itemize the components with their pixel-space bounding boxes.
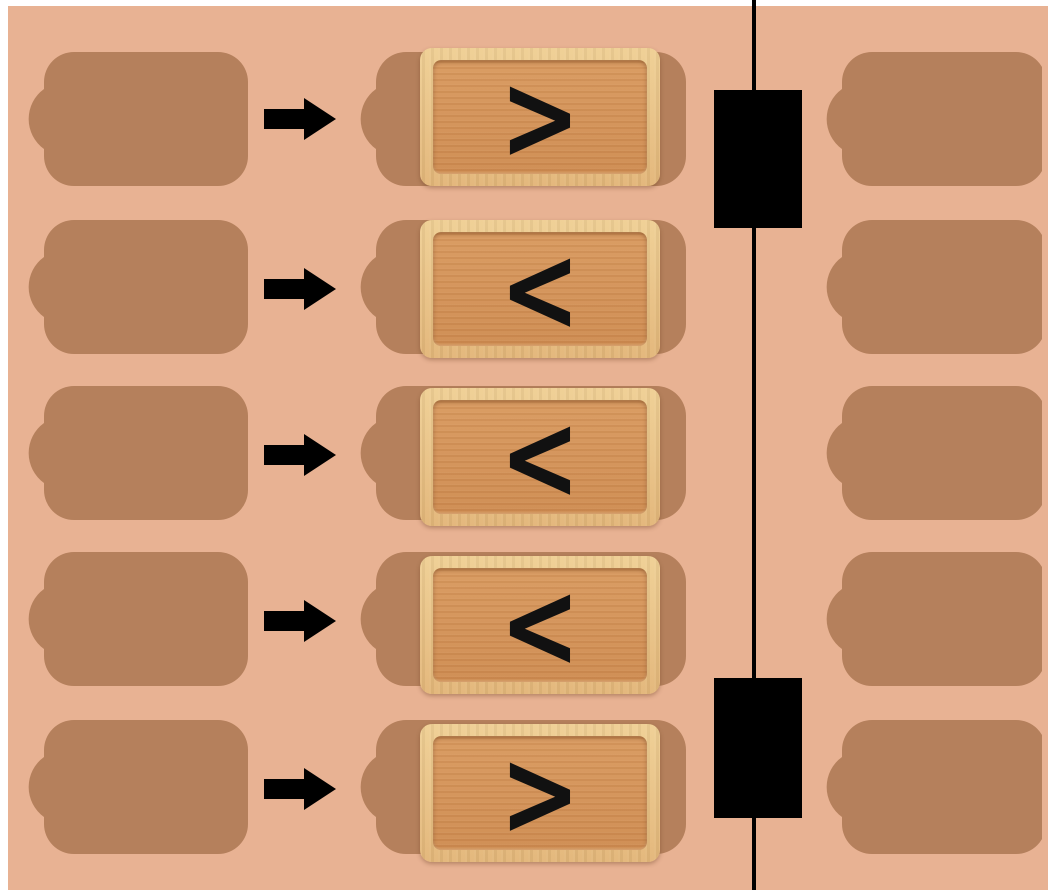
puzzle-row-5: > <box>0 720 1048 870</box>
left-empty-slot[interactable] <box>22 220 248 354</box>
tile-face: < <box>433 555 647 695</box>
tile-face: < <box>433 219 647 359</box>
left-empty-slot[interactable] <box>22 52 248 186</box>
right-empty-slot[interactable] <box>820 52 1042 186</box>
right-empty-slot[interactable] <box>820 220 1042 354</box>
right-empty-slot[interactable] <box>820 720 1042 854</box>
tile-symbol: < <box>499 555 581 695</box>
black-block-bottom <box>714 678 802 818</box>
divider-line <box>752 0 756 890</box>
right-arrow-icon <box>264 768 336 814</box>
left-empty-slot[interactable] <box>22 552 248 686</box>
puzzle-row-3: < <box>0 386 1048 536</box>
right-arrow-icon <box>264 600 336 646</box>
symbol-tile[interactable]: < <box>420 388 660 526</box>
left-empty-slot[interactable] <box>22 386 248 520</box>
symbol-tile[interactable]: < <box>420 220 660 358</box>
right-empty-slot[interactable] <box>820 386 1042 520</box>
tile-face: < <box>433 387 647 527</box>
tile-symbol: > <box>499 47 581 187</box>
puzzle-row-4: < <box>0 552 1048 702</box>
puzzle-row-2: < <box>0 218 1048 368</box>
puzzle-row-1: > <box>0 44 1048 194</box>
right-empty-slot[interactable] <box>820 552 1042 686</box>
black-block-top <box>714 90 802 228</box>
right-arrow-icon <box>264 434 336 480</box>
right-arrow-icon <box>264 268 336 314</box>
right-arrow-icon <box>264 98 336 144</box>
tile-symbol: > <box>499 723 581 863</box>
tile-face: > <box>433 723 647 863</box>
tile-symbol: < <box>499 219 581 359</box>
symbol-tile[interactable]: > <box>420 48 660 186</box>
symbol-tile[interactable]: < <box>420 556 660 694</box>
tile-symbol: < <box>499 387 581 527</box>
left-empty-slot[interactable] <box>22 720 248 854</box>
tile-face: > <box>433 47 647 187</box>
symbol-tile[interactable]: > <box>420 724 660 862</box>
